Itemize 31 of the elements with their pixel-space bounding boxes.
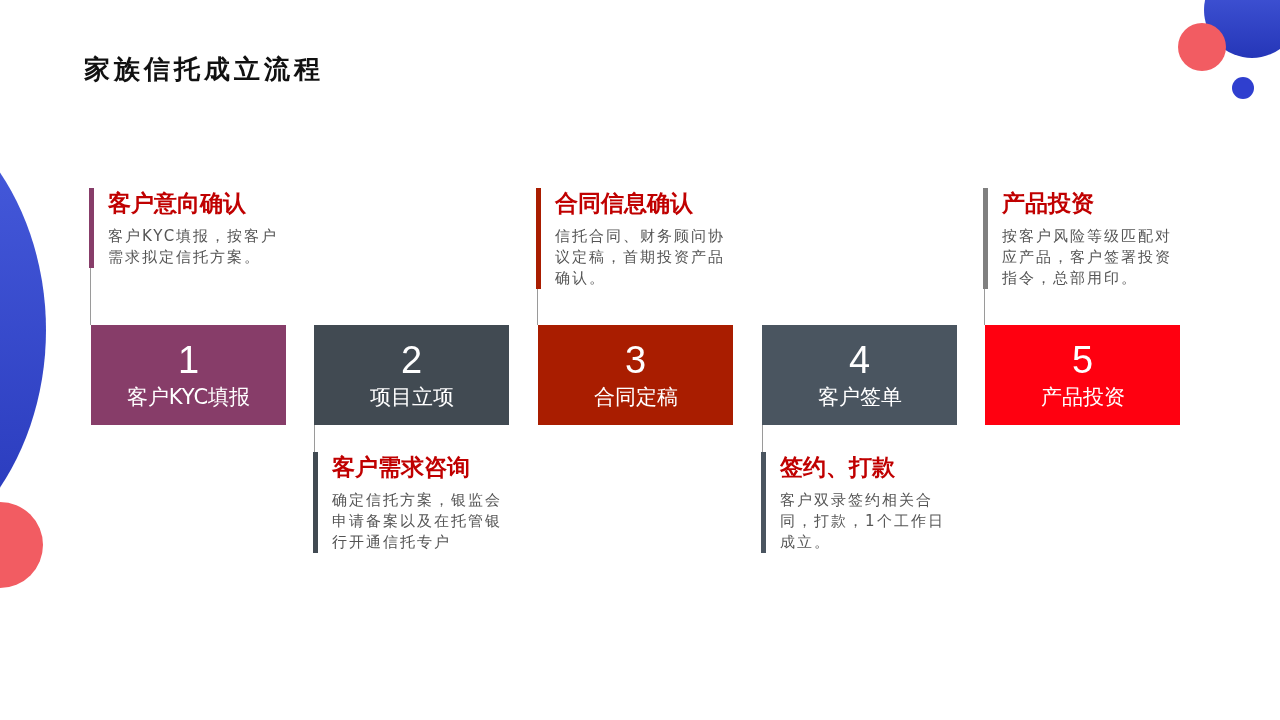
- page-title: 家族信托成立流程: [84, 53, 324, 86]
- callout-text: 按客户风险等级匹配对应产品，客户签署投资指令，总部用印。: [1002, 226, 1173, 289]
- connector-line: [537, 288, 538, 326]
- callout-text: 确定信托方案，银监会申请备案以及在托管银行开通信托专户: [332, 490, 503, 553]
- callout-text: 信托合同、财务顾问协议定稿，首期投资产品确认。: [555, 226, 726, 289]
- step-number: 2: [400, 338, 423, 382]
- connector-line: [314, 424, 315, 453]
- step-box: [91, 325, 286, 425]
- step-number: 3: [624, 338, 647, 382]
- step-label: 客户KYC填报: [126, 384, 251, 411]
- step-label: 客户签单: [817, 384, 902, 411]
- step-label: 项目立项: [369, 384, 454, 411]
- connector-line: [762, 424, 763, 453]
- callout-heading: 客户需求咨询: [332, 453, 471, 482]
- step-box: [762, 325, 957, 425]
- callout-heading: 产品投资: [1002, 189, 1095, 218]
- callout-text: 客户KYC填报，按客户需求拟定信托方案。: [108, 226, 280, 268]
- connector-line: [90, 267, 91, 326]
- callout-heading: 合同信息确认: [555, 189, 694, 218]
- callout-text: 客户双录签约相关合同，打款，1个工作日成立。: [780, 490, 946, 553]
- step-box: [985, 325, 1180, 425]
- connector-line: [984, 288, 985, 326]
- step-label: 产品投资: [1040, 384, 1125, 411]
- step-number: 4: [848, 338, 871, 382]
- step-number: 5: [1071, 338, 1094, 382]
- callout-heading: 签约、打款: [780, 453, 896, 482]
- step-label: 合同定稿: [593, 384, 678, 411]
- step-number: 1: [177, 338, 200, 382]
- step-box: [538, 325, 733, 425]
- callout-heading: 客户意向确认: [108, 189, 247, 218]
- step-box: [314, 325, 509, 425]
